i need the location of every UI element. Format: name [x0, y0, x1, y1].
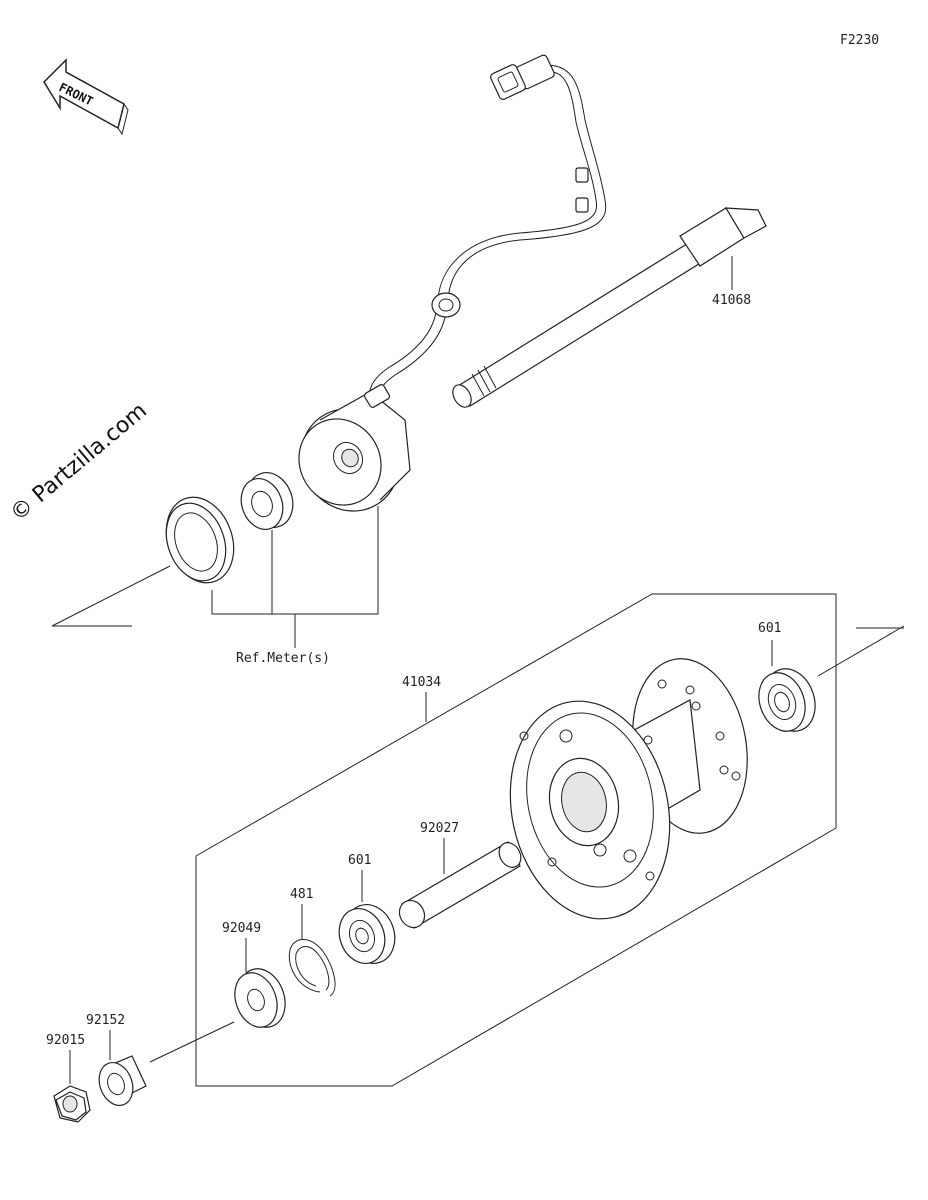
collar-92152	[98, 1055, 147, 1106]
part-label-41068: 41068	[712, 293, 751, 308]
part-label-92152: 92152	[86, 1013, 125, 1028]
part-label-481: 481	[290, 887, 313, 902]
part-label-92015: 92015	[46, 1033, 85, 1048]
front-arrow-icon: FRONT	[43, 58, 129, 136]
speedometer-cable	[369, 54, 607, 397]
figure-id: F2230	[840, 33, 879, 48]
spacer-92027	[398, 841, 522, 929]
nut-92015	[53, 1085, 91, 1123]
part-label-41034: 41034	[402, 675, 441, 690]
oil-seal	[165, 496, 235, 584]
axle-41068	[452, 207, 767, 408]
watermark: © Partzilla.com	[6, 398, 152, 526]
circlip-481	[288, 939, 336, 997]
part-label-92049: 92049	[222, 921, 261, 936]
part-label-601-right: 601	[758, 621, 781, 636]
collar-92049	[234, 968, 286, 1028]
bearing-601-left	[338, 904, 396, 964]
ref-meter-leaders	[51, 506, 379, 648]
bearing-601-right	[758, 668, 816, 732]
hub-assembly-frame	[195, 593, 837, 1087]
meter-drive-gear	[240, 472, 294, 530]
part-label-601-left: 601	[348, 853, 371, 868]
wheel-hub	[509, 658, 748, 920]
meter-gear-housing	[298, 384, 411, 512]
part-label-92027: 92027	[420, 821, 459, 836]
reference-label: Ref.Meter(s)	[236, 651, 330, 666]
